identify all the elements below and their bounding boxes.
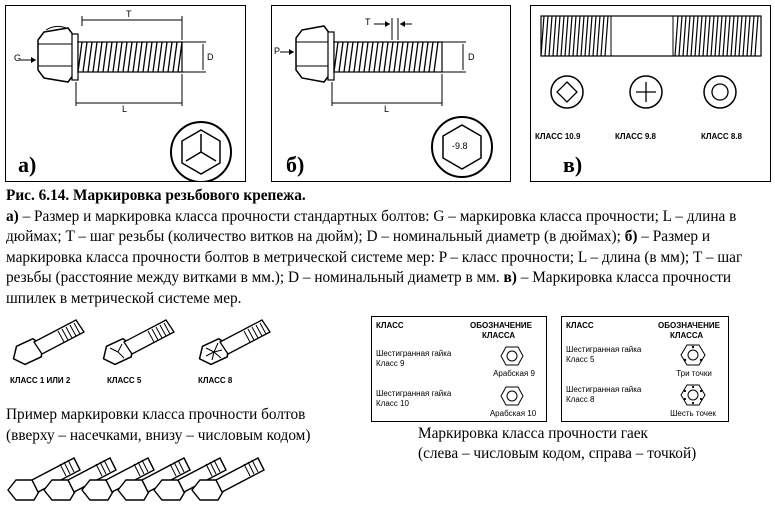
bolts-caption-line-2: (вверху – насечками, внизу – числовым ко… [6,427,311,444]
bolt-a-drawing [20,16,232,181]
nut-left-row1-name1: Шестигранная гайка [376,349,452,358]
bolt-class-8-drawing [198,319,271,366]
caption-b-mark: б) [624,228,638,246]
nut-right-row2-name2: Класс 8 [566,395,595,404]
nut-table-left-col1: КЛАСС [376,321,404,330]
nut-table-numeric: КЛАСС ОБОЗНАЧЕНИЕ КЛАССА Шестигранная га… [371,316,547,422]
stud-class-9-8: КЛАСС 9.8 [615,132,656,141]
panel-c-studs: КЛАСС 10.9 КЛАСС 9.8 КЛАСС 8.8 в) [530,5,771,182]
dim-d-label: D [468,52,475,62]
dim-p-label: P [274,46,281,56]
caption-a-text: – Размер и маркировка класса прочности с… [6,207,737,246]
stud-drawing [540,15,762,109]
nut-left-row2-name1: Шестигранная гайка [376,389,452,398]
bolt-label-class-5: КЛАСС 5 [107,376,142,385]
caption-c-text: – Маркировка класса прочности шпилек в м… [6,269,732,307]
dim-l-label: L [384,104,390,114]
bolt-numeric-marks [7,457,265,501]
dim-t-label: T [365,17,371,27]
dim-d-label: D [207,52,214,62]
hex-nut-six-dots-icon [680,384,706,406]
dim-g-label: G [14,53,22,63]
panel-b-label: б) [286,152,305,177]
bolt-marks-examples [12,319,271,366]
stud-class-10-9: КЛАСС 10.9 [535,132,581,141]
nut-right-row1-name2: Класс 5 [566,355,595,364]
bolt-label-class-1-2: КЛАСС 1 ИЛИ 2 [10,376,71,385]
nut-left-row2-name2: Класс 10 [376,399,409,408]
panel-b-metric-bolt: P T D L -9.8 б) [271,5,511,182]
nut-right-row1-mark: Три точки [676,369,712,378]
nuts-caption: Маркировка класса прочности гаек (слева … [418,424,696,464]
nut-table-dots: КЛАСС ОБОЗНАЧЕНИЕ КЛАССА Шестигранная га… [561,316,729,422]
nut-table-left-col2-a: ОБОЗНАЧЕНИЕ [470,321,532,330]
caption-b-text: – Размер и маркировка класса прочности б… [6,228,743,287]
nut-right-row1-name1: Шестигранная гайка [566,345,642,354]
nuts-caption-line-1: Маркировка класса прочности гаек [418,425,648,442]
nut-left-row1-name2: Класс 9 [376,359,405,368]
nut-right-row2-mark: Шесть точек [670,409,716,418]
nut-table-right-col1: КЛАСС [566,321,594,330]
head-mark-text: -9.8 [452,141,468,151]
dim-t-label: T [126,9,132,19]
figure-caption: Рис. 6.14. Маркировка резьбового крепежа… [6,186,774,310]
nuts-caption-line-2: (слева – числовым кодом, справа – точкой… [418,445,697,462]
bolt-class-5-drawing [102,319,175,366]
figure-title: Рис. 6.14. Маркировка резьбового крепежа… [6,187,306,204]
bolt-label-class-8: КЛАСС 8 [198,376,233,385]
hex-nut-9-icon [500,346,524,366]
figure-description: а) – Размер и маркировка класса прочност… [6,207,774,310]
nut-left-row2-mark: Арабская 10 [489,409,537,418]
caption-a-mark: а) [6,207,19,225]
caption-c-mark: в) [503,269,517,287]
panel-a-standard-bolt: G T D L а) [5,5,246,182]
hex-nut-10-icon [500,386,524,406]
nut-table-right-col2-a: ОБОЗНАЧЕНИЕ [658,321,720,330]
nut-table-left-col2-b: КЛАССА [482,331,516,340]
bolts-example-caption: Пример маркировки класса прочности болто… [6,404,310,446]
hex-nut-three-dots-icon [680,344,706,366]
nut-right-row2-name1: Шестигранная гайка [566,385,642,394]
bolt-b-drawing [280,18,493,178]
nut-table-right-col2-b: КЛАССА [670,331,704,340]
stud-class-8-8: КЛАСС 8.8 [701,132,742,141]
nut-left-row1-mark: Арабская 9 [493,369,535,378]
bolts-caption-line-1: Пример маркировки класса прочности болто… [6,406,306,423]
panel-c-label: в) [563,152,583,177]
dim-l-label: L [122,104,128,114]
panel-a-label: а) [18,152,37,177]
bolt-class-1-2-drawing [12,319,85,366]
